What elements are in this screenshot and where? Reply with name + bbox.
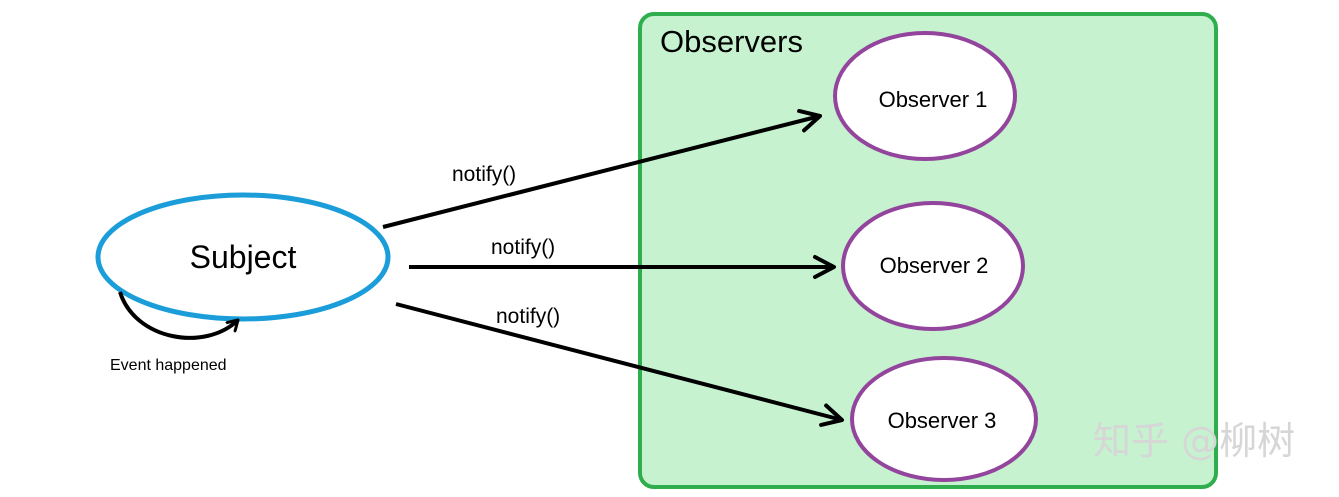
observer-3-ellipse	[850, 356, 1038, 482]
event-self-loop: Event happened	[110, 291, 238, 374]
event-loop-arrow	[118, 291, 238, 340]
observer-node-3: Observer 3	[850, 356, 1038, 482]
notify-edge-1	[382, 108, 822, 229]
subject-label: Subject	[190, 239, 297, 275]
subject-ellipse	[95, 192, 391, 322]
observer-1-label: Observer 1	[879, 87, 988, 112]
observer-3-label: Observer 3	[888, 408, 997, 433]
notify-edge-2-label: notify()	[491, 236, 555, 259]
observer-2-ellipse	[841, 201, 1025, 331]
notify-edge-1-label: notify()	[452, 163, 516, 186]
event-loop-label: Event happened	[110, 357, 227, 374]
observer-2-label: Observer 2	[880, 253, 989, 278]
observers-group-label: Observers	[660, 24, 803, 59]
subject-node: Subject	[95, 192, 391, 322]
watermark-text: 知乎 @柳树	[1093, 419, 1295, 463]
notify-edges: notify() notify() notify()	[382, 108, 844, 427]
observer-1-ellipse	[833, 31, 1017, 161]
observer-node-1: Observer 1	[833, 31, 1017, 161]
observer-node-2: Observer 2	[841, 201, 1025, 331]
notify-edge-3-label: notify()	[496, 305, 560, 328]
notify-edge-3	[395, 302, 844, 427]
